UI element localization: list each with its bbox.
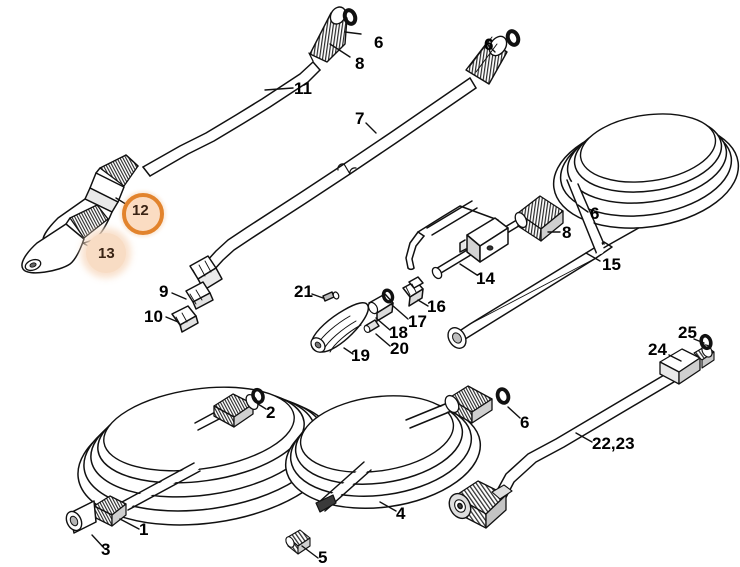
callout-18: 18 <box>389 323 408 342</box>
leader-5 <box>301 545 319 559</box>
part-17-oring <box>381 288 395 304</box>
highlight-circle-12[interactable] <box>122 193 164 235</box>
leader-16 <box>417 299 429 307</box>
coupling-6-knurled-bottom <box>444 385 493 424</box>
hose-coil-4 <box>284 395 482 513</box>
hose-2223 <box>493 367 685 506</box>
callout-6-lance7: 6 <box>484 35 494 54</box>
knurled-fitting-top-7 <box>465 35 508 85</box>
callout-20: 20 <box>390 339 409 358</box>
o-ring-2 <box>251 387 265 405</box>
callout-8-top: 8 <box>355 54 365 73</box>
leader-8-top <box>329 43 351 58</box>
leader-4 <box>379 501 397 512</box>
leader-2223 <box>575 432 593 443</box>
coupling-10 <box>171 305 199 333</box>
leader-1 <box>119 518 140 530</box>
callout-4: 4 <box>396 504 406 523</box>
callout-2: 2 <box>266 403 276 422</box>
part-18-sleeve <box>367 293 394 322</box>
leader-17 <box>391 304 409 320</box>
highlight-label-12: 12 <box>132 202 149 219</box>
leader-6-top <box>344 31 362 35</box>
leader-14 <box>459 263 478 276</box>
hose-coil-1 <box>77 386 337 526</box>
callout-11: 11 <box>294 79 312 98</box>
callout-14: 14 <box>476 269 495 288</box>
callout-5: 5 <box>318 548 328 567</box>
callout-24: 24 <box>648 340 667 359</box>
leader-15 <box>585 252 601 262</box>
lance-tube-11 <box>142 61 321 177</box>
callout-1: 1 <box>139 520 149 539</box>
leader-3 <box>91 534 105 549</box>
o-ring-25 <box>699 333 713 351</box>
leader-11 <box>264 87 294 91</box>
leader-9 <box>171 292 187 300</box>
coupling-hex-upper <box>189 255 223 291</box>
leader-24 <box>668 354 682 362</box>
coupling-bottom-2223 <box>448 480 513 529</box>
callout-7: 7 <box>355 109 365 128</box>
part-16-fitting <box>402 276 424 307</box>
o-ring-6-bottom <box>495 387 511 405</box>
leader-25 <box>693 338 705 344</box>
callout-16: 16 <box>427 297 446 316</box>
leader-6c <box>577 204 589 213</box>
callout-25: 25 <box>678 323 697 342</box>
callout-6-bottom: 6 <box>520 413 530 432</box>
coupling-9 <box>185 281 214 310</box>
coiled-hose-15 <box>552 113 740 254</box>
part-14-block <box>459 217 509 263</box>
callout-9: 9 <box>159 282 169 301</box>
callout-19: 19 <box>351 346 370 365</box>
part-21-pin <box>322 291 340 302</box>
callout-15: 15 <box>602 255 621 274</box>
part-20-pin <box>363 319 380 333</box>
part-19-nozzle-cone <box>310 302 370 353</box>
part-8-knurled-nut-14 <box>514 195 564 242</box>
coupling-3-nut <box>65 495 127 534</box>
nozzle-cap-13 <box>21 204 109 274</box>
part-5-nut <box>285 529 311 555</box>
leader-2 <box>257 403 267 410</box>
callout-3: 3 <box>101 540 111 559</box>
callout-6-top: 6 <box>374 33 384 52</box>
callout-10: 10 <box>144 307 163 326</box>
highlight-label-13: 13 <box>98 245 115 262</box>
leader-18 <box>375 317 391 331</box>
leader-6d <box>507 406 521 419</box>
part-15-tube <box>447 241 613 349</box>
leader-20 <box>375 333 391 347</box>
callout-22-23: 22,23 <box>592 434 635 453</box>
leader-6b <box>486 43 496 53</box>
o-ring-6-lance7 <box>505 29 521 47</box>
knurled-nut-8-top <box>308 6 348 63</box>
o-ring-6-top <box>342 8 358 26</box>
callout-8-part14: 8 <box>562 223 572 242</box>
highlight-circle-13[interactable] <box>86 233 126 273</box>
leader-21 <box>311 293 324 299</box>
callout-6-part14: 6 <box>590 204 600 223</box>
callout-21: 21 <box>294 282 313 301</box>
leader-19 <box>343 347 354 355</box>
leader-10 <box>165 316 179 323</box>
leader-7 <box>365 122 377 134</box>
callout-17: 17 <box>408 312 427 331</box>
